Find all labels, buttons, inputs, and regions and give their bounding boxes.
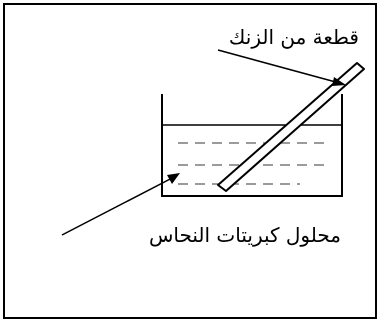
- zinc-pointer-arrowhead: [332, 77, 346, 86]
- solution-pointer-arrowhead: [167, 173, 180, 184]
- zinc-pointer-line: [217, 49, 344, 85]
- zinc-strip: [217, 62, 365, 192]
- solution-pointer-line: [61, 175, 177, 236]
- beaker: [161, 94, 343, 197]
- copper-sulfate-solution-label: محلول كبريتات النحاس: [148, 223, 341, 247]
- zinc-piece-label: قطعة من الزنك: [228, 25, 359, 49]
- diagram-border: [3, 3, 377, 319]
